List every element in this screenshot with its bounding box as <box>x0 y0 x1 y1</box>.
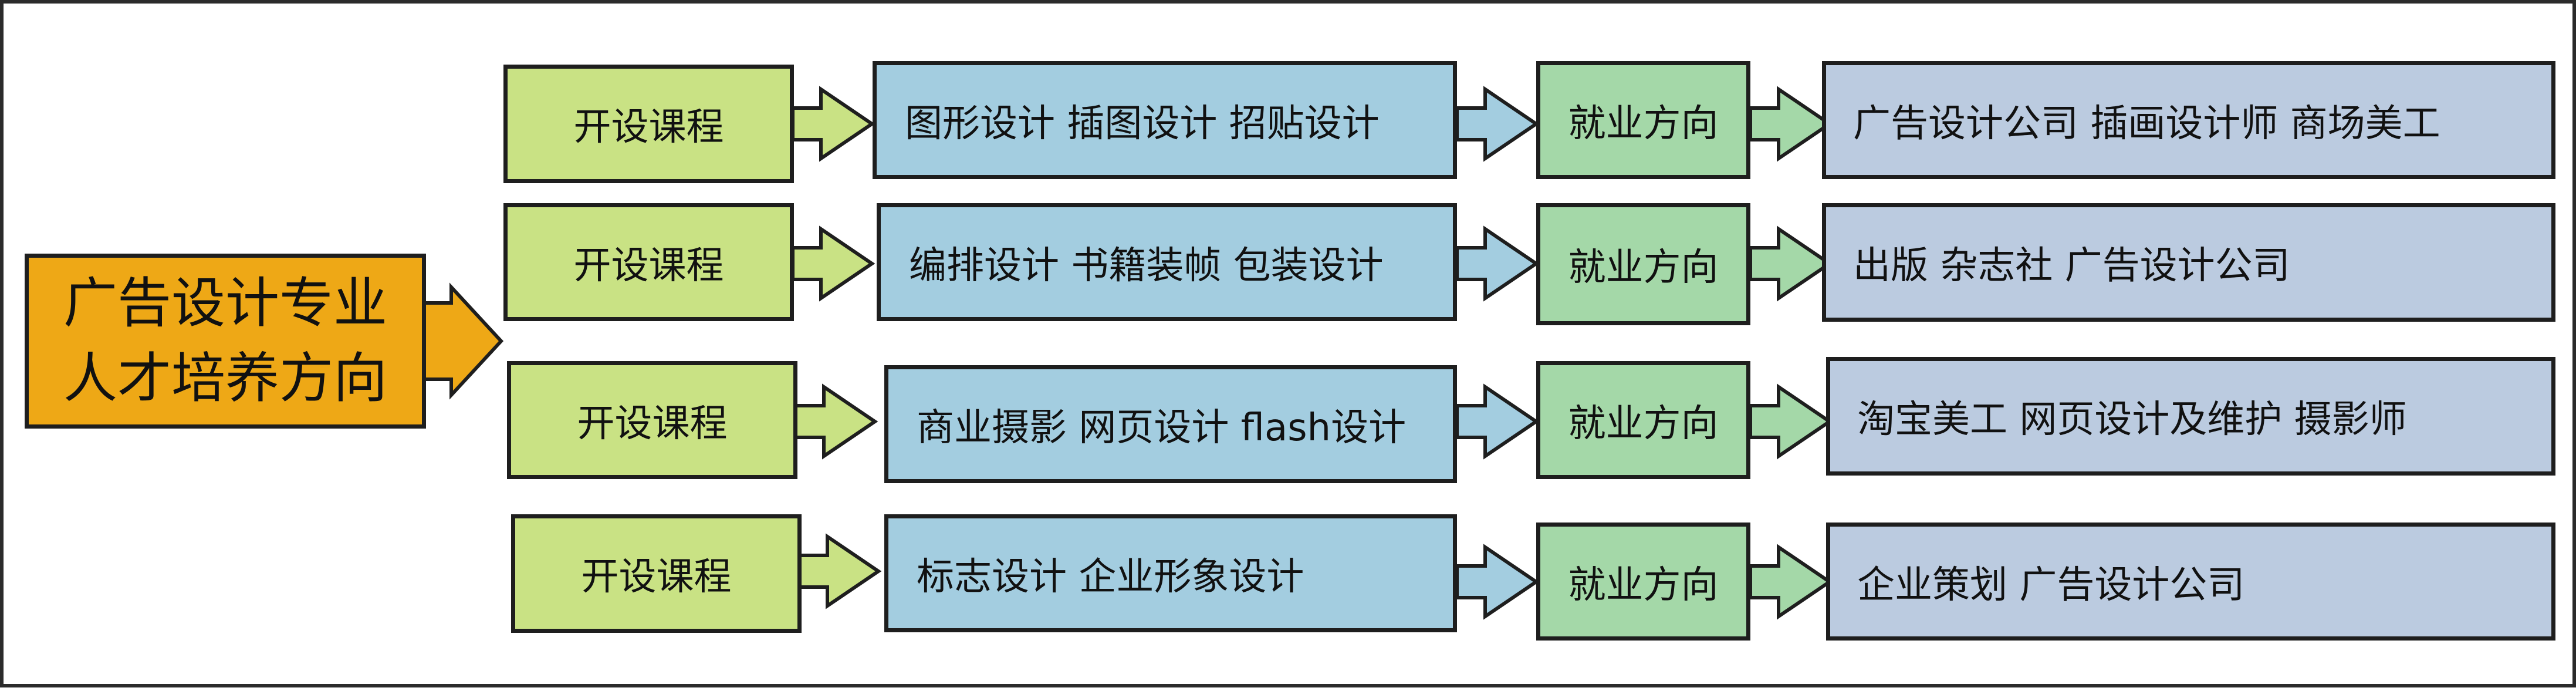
content-box-2: 编排设计 书籍装帧 包装设计 <box>877 203 1457 321</box>
jobs-text-4: 企业策划 广告设计公司 <box>1857 563 2245 607</box>
content-text-4: 标志设计 企业形象设计 <box>917 555 1304 599</box>
direction-box-2: 就业方向 <box>1536 203 1750 325</box>
direction-label-2: 就业方向 <box>1568 246 1719 289</box>
content-text-1: 图形设计 插图设计 招贴设计 <box>905 102 1380 146</box>
course-box-2: 开设课程 <box>503 203 794 321</box>
jobs-box-1: 广告设计公司 插画设计师 商场美工 <box>1822 61 2555 179</box>
arrow-content-2 <box>1455 225 1540 302</box>
root-label-line1: 广告设计专业 <box>63 272 387 335</box>
course-label-1: 开设课程 <box>573 106 724 149</box>
jobs-text-3: 淘宝美工 网页设计及维护 摄影师 <box>1857 398 2407 441</box>
content-box-4: 标志设计 企业形象设计 <box>884 514 1457 632</box>
direction-box-4: 就业方向 <box>1536 523 1750 641</box>
arrow-direction-2 <box>1749 225 1833 302</box>
content-box-3: 商业摄影 网页设计 flash设计 <box>884 365 1457 483</box>
direction-label-1: 就业方向 <box>1568 102 1719 146</box>
arrow-course-4 <box>797 533 882 609</box>
jobs-box-2: 出版 杂志社 广告设计公司 <box>1822 203 2555 322</box>
arrow-direction-4 <box>1749 544 1833 620</box>
jobs-text-2: 出版 杂志社 广告设计公司 <box>1853 244 2290 288</box>
content-text-2: 编排设计 书籍装帧 包装设计 <box>909 244 1384 288</box>
jobs-box-3: 淘宝美工 网页设计及维护 摄影师 <box>1826 357 2555 476</box>
course-label-2: 开设课程 <box>573 244 724 288</box>
content-text-3: 商业摄影 网页设计 flash设计 <box>917 406 1407 450</box>
course-label-3: 开设课程 <box>577 402 728 446</box>
arrow-layer <box>421 86 1833 620</box>
arrow-content-3 <box>1455 383 1540 460</box>
content-box-1: 图形设计 插图设计 招贴设计 <box>873 61 1457 179</box>
root-label: 广告设计专业 人才培养方向 <box>63 266 387 416</box>
direction-box-1: 就业方向 <box>1536 61 1750 179</box>
arrow-direction-3 <box>1749 383 1833 460</box>
direction-label-4: 就业方向 <box>1568 563 1719 607</box>
arrow-course-2 <box>791 225 875 302</box>
jobs-text-1: 广告设计公司 插画设计师 商场美工 <box>1853 102 2440 146</box>
arrow-course-1 <box>791 86 875 162</box>
root-box: 广告设计专业 人才培养方向 <box>25 254 426 429</box>
jobs-box-4: 企业策划 广告设计公司 <box>1826 523 2555 641</box>
direction-box-3: 就业方向 <box>1536 361 1750 479</box>
arrow-content-4 <box>1455 544 1540 620</box>
root-label-line2: 人才培养方向 <box>63 347 387 410</box>
course-box-1: 开设课程 <box>503 65 794 183</box>
course-box-4: 开设课程 <box>511 514 802 633</box>
course-box-3: 开设课程 <box>507 361 797 479</box>
arrow-content-1 <box>1455 86 1540 162</box>
arrow-course-3 <box>794 383 878 460</box>
arrow-direction-1 <box>1749 86 1833 162</box>
direction-label-3: 就业方向 <box>1568 402 1719 446</box>
course-label-4: 开设课程 <box>581 555 732 599</box>
arrow-root <box>421 282 504 400</box>
